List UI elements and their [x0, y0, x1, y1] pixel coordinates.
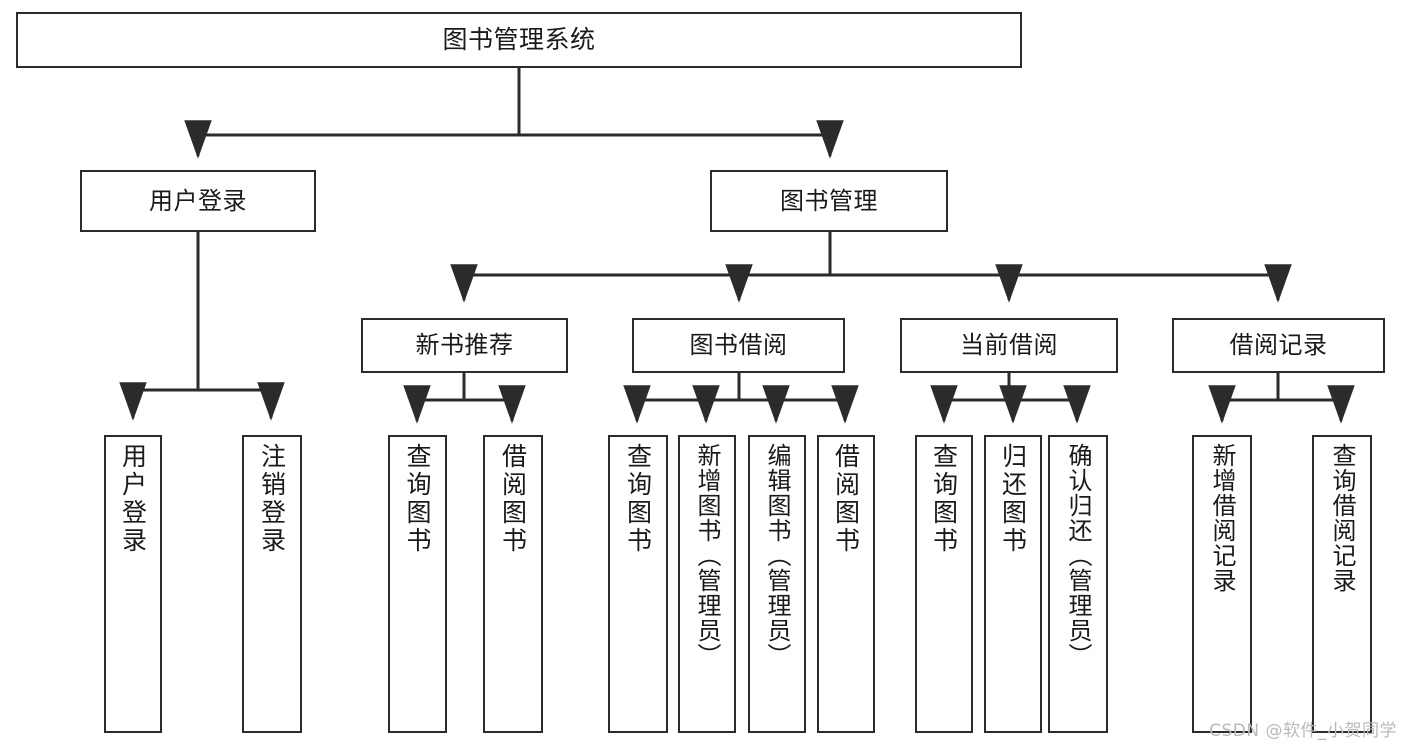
node-book-management-label: 图书管理 [780, 186, 878, 215]
leaf-query-book-current-label: 查询图书 [929, 443, 959, 555]
leaf-query-borrow-record-label: 查询借阅记录 [1328, 443, 1356, 593]
node-book-borrow-label: 图书借阅 [689, 331, 788, 360]
leaf-query-book-borrow[interactable]: 查询图书 [608, 435, 668, 733]
leaf-logout[interactable]: 注销登录 [242, 435, 302, 733]
leaf-edit-book-admin-label: 编辑图书（管理员） [763, 443, 791, 668]
node-borrow-record[interactable]: 借阅记录 [1172, 318, 1385, 373]
watermark: CSDN @软件_小贺同学 [1209, 721, 1397, 741]
node-root[interactable]: 图书管理系统 [16, 12, 1022, 68]
leaf-add-book-admin-label: 新增图书（管理员） [693, 443, 721, 668]
leaf-query-borrow-record[interactable]: 查询借阅记录 [1312, 435, 1372, 733]
leaf-query-book-recommend-label: 查询图书 [403, 443, 432, 555]
node-book-management[interactable]: 图书管理 [710, 170, 948, 232]
node-current-borrow[interactable]: 当前借阅 [900, 318, 1118, 373]
leaf-user-login-label: 用户登录 [118, 443, 148, 555]
leaf-return-book-label: 归还图书 [998, 443, 1028, 555]
leaf-borrow-book-borrow-label: 借阅图书 [831, 443, 861, 555]
node-user-login[interactable]: 用户登录 [80, 170, 316, 232]
node-borrow-record-label: 借阅记录 [1229, 331, 1328, 360]
leaf-query-book-recommend[interactable]: 查询图书 [388, 435, 447, 733]
leaf-return-book[interactable]: 归还图书 [984, 435, 1042, 733]
leaf-confirm-return-admin[interactable]: 确认归还（管理员） [1048, 435, 1108, 733]
leaf-confirm-return-admin-label: 确认归还（管理员） [1064, 443, 1092, 668]
leaf-query-book-current[interactable]: 查询图书 [915, 435, 973, 733]
node-book-borrow[interactable]: 图书借阅 [632, 318, 845, 373]
node-new-book-recommend[interactable]: 新书推荐 [361, 318, 568, 373]
node-root-label: 图书管理系统 [442, 25, 596, 55]
leaf-borrow-book-recommend[interactable]: 借阅图书 [483, 435, 543, 733]
leaf-add-borrow-record[interactable]: 新增借阅记录 [1192, 435, 1252, 733]
leaf-logout-label: 注销登录 [257, 443, 287, 555]
leaf-add-borrow-record-label: 新增借阅记录 [1208, 443, 1236, 593]
leaf-borrow-book-recommend-label: 借阅图书 [498, 443, 528, 555]
leaf-user-login[interactable]: 用户登录 [104, 435, 162, 733]
node-new-book-recommend-label: 新书推荐 [415, 331, 514, 360]
leaf-edit-book-admin[interactable]: 编辑图书（管理员） [748, 435, 806, 733]
leaf-query-book-borrow-label: 查询图书 [623, 443, 653, 555]
node-user-login-label: 用户登录 [149, 186, 247, 215]
leaf-borrow-book-borrow[interactable]: 借阅图书 [817, 435, 875, 733]
node-current-borrow-label: 当前借阅 [960, 331, 1058, 360]
leaf-add-book-admin[interactable]: 新增图书（管理员） [678, 435, 736, 733]
